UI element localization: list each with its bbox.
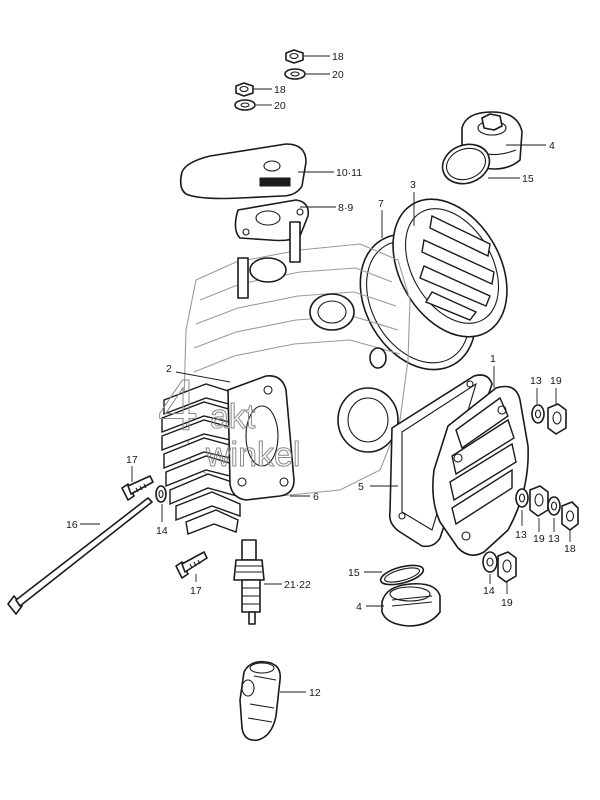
washer-13-right-lower <box>515 488 529 508</box>
nut-18-right <box>561 501 579 531</box>
watermark-line-2: akt <box>210 398 256 436</box>
callout-4-bottom: 4 <box>356 601 362 613</box>
callout-15-top: 15 <box>522 173 534 185</box>
callout-21-22: 21·22 <box>284 579 311 591</box>
callout-17-lower: 17 <box>190 585 202 597</box>
callout-8-9: 8·9 <box>338 202 353 214</box>
watermark-line-1: 4 <box>158 366 198 446</box>
callout-13-right-far: 13 <box>548 533 560 545</box>
callout-1: 1 <box>490 353 496 365</box>
nut-19-right-upper <box>547 403 567 435</box>
head-gasket-6 <box>227 374 295 501</box>
washer-20-top <box>284 68 306 80</box>
cylinder-fins <box>161 383 249 535</box>
head-cover-1 <box>432 385 529 556</box>
callout-10-11: 10·11 <box>336 167 362 179</box>
callout-18-right: 18 <box>564 543 576 555</box>
bolt-17-upper <box>121 475 154 501</box>
watermark-logo: 4 akt winkel <box>158 366 301 475</box>
callout-19-right-lower: 19 <box>533 533 545 545</box>
callout-20-second: 20 <box>274 100 286 112</box>
nut-18-second <box>235 82 254 97</box>
callout-19-right-upper: 19 <box>550 375 562 387</box>
callout-2: 2 <box>166 363 172 375</box>
washer-14-left <box>155 485 167 503</box>
callout-15-bottom: 15 <box>348 567 360 579</box>
o-ring-15-top <box>441 143 491 185</box>
callout-17-upper: 17 <box>126 454 138 466</box>
washer-13-right-far <box>547 496 561 516</box>
stud-16 <box>7 497 153 615</box>
washer-14-bottom-right <box>482 551 498 573</box>
callout-7: 7 <box>378 198 384 210</box>
cylinder-head-2 <box>183 221 411 497</box>
washer-13-right-upper <box>531 404 545 424</box>
callout-3: 3 <box>410 179 416 191</box>
callout-18-top: 18 <box>332 51 344 63</box>
nut-19-right-lower <box>529 485 549 517</box>
bracket-10-11 <box>179 143 307 200</box>
o-ring-15-bottom <box>379 564 425 586</box>
callout-labels: 18 20 18 20 4 15 10·11 8·9 3 7 2 1 13 19… <box>66 51 576 699</box>
nut-19-bottom-right <box>497 551 517 583</box>
spark-plug-21-22 <box>233 539 265 625</box>
side-cover-3 <box>392 198 508 338</box>
leader-lines <box>80 55 571 693</box>
callout-13-right-upper: 13 <box>530 375 542 387</box>
callout-6: 6 <box>313 491 319 503</box>
callout-13-right-lower: 13 <box>515 529 527 541</box>
callout-14-left: 14 <box>156 525 168 537</box>
callout-12: 12 <box>309 687 321 699</box>
callout-14-bottom-right: 14 <box>483 585 495 597</box>
nut-18-top <box>285 49 304 64</box>
callout-5: 5 <box>358 481 364 493</box>
callout-16: 16 <box>66 519 78 531</box>
callout-18-second: 18 <box>274 84 286 96</box>
fitting-12 <box>239 660 282 742</box>
callout-20-top: 20 <box>332 69 344 81</box>
callout-4-top: 4 <box>549 140 555 152</box>
washer-20-second <box>234 99 256 111</box>
plug-4-bottom <box>381 582 441 627</box>
watermark-line-3: winkel <box>205 436 300 474</box>
callout-19-bottom-right: 19 <box>501 597 513 609</box>
bolt-17-lower <box>175 551 208 579</box>
